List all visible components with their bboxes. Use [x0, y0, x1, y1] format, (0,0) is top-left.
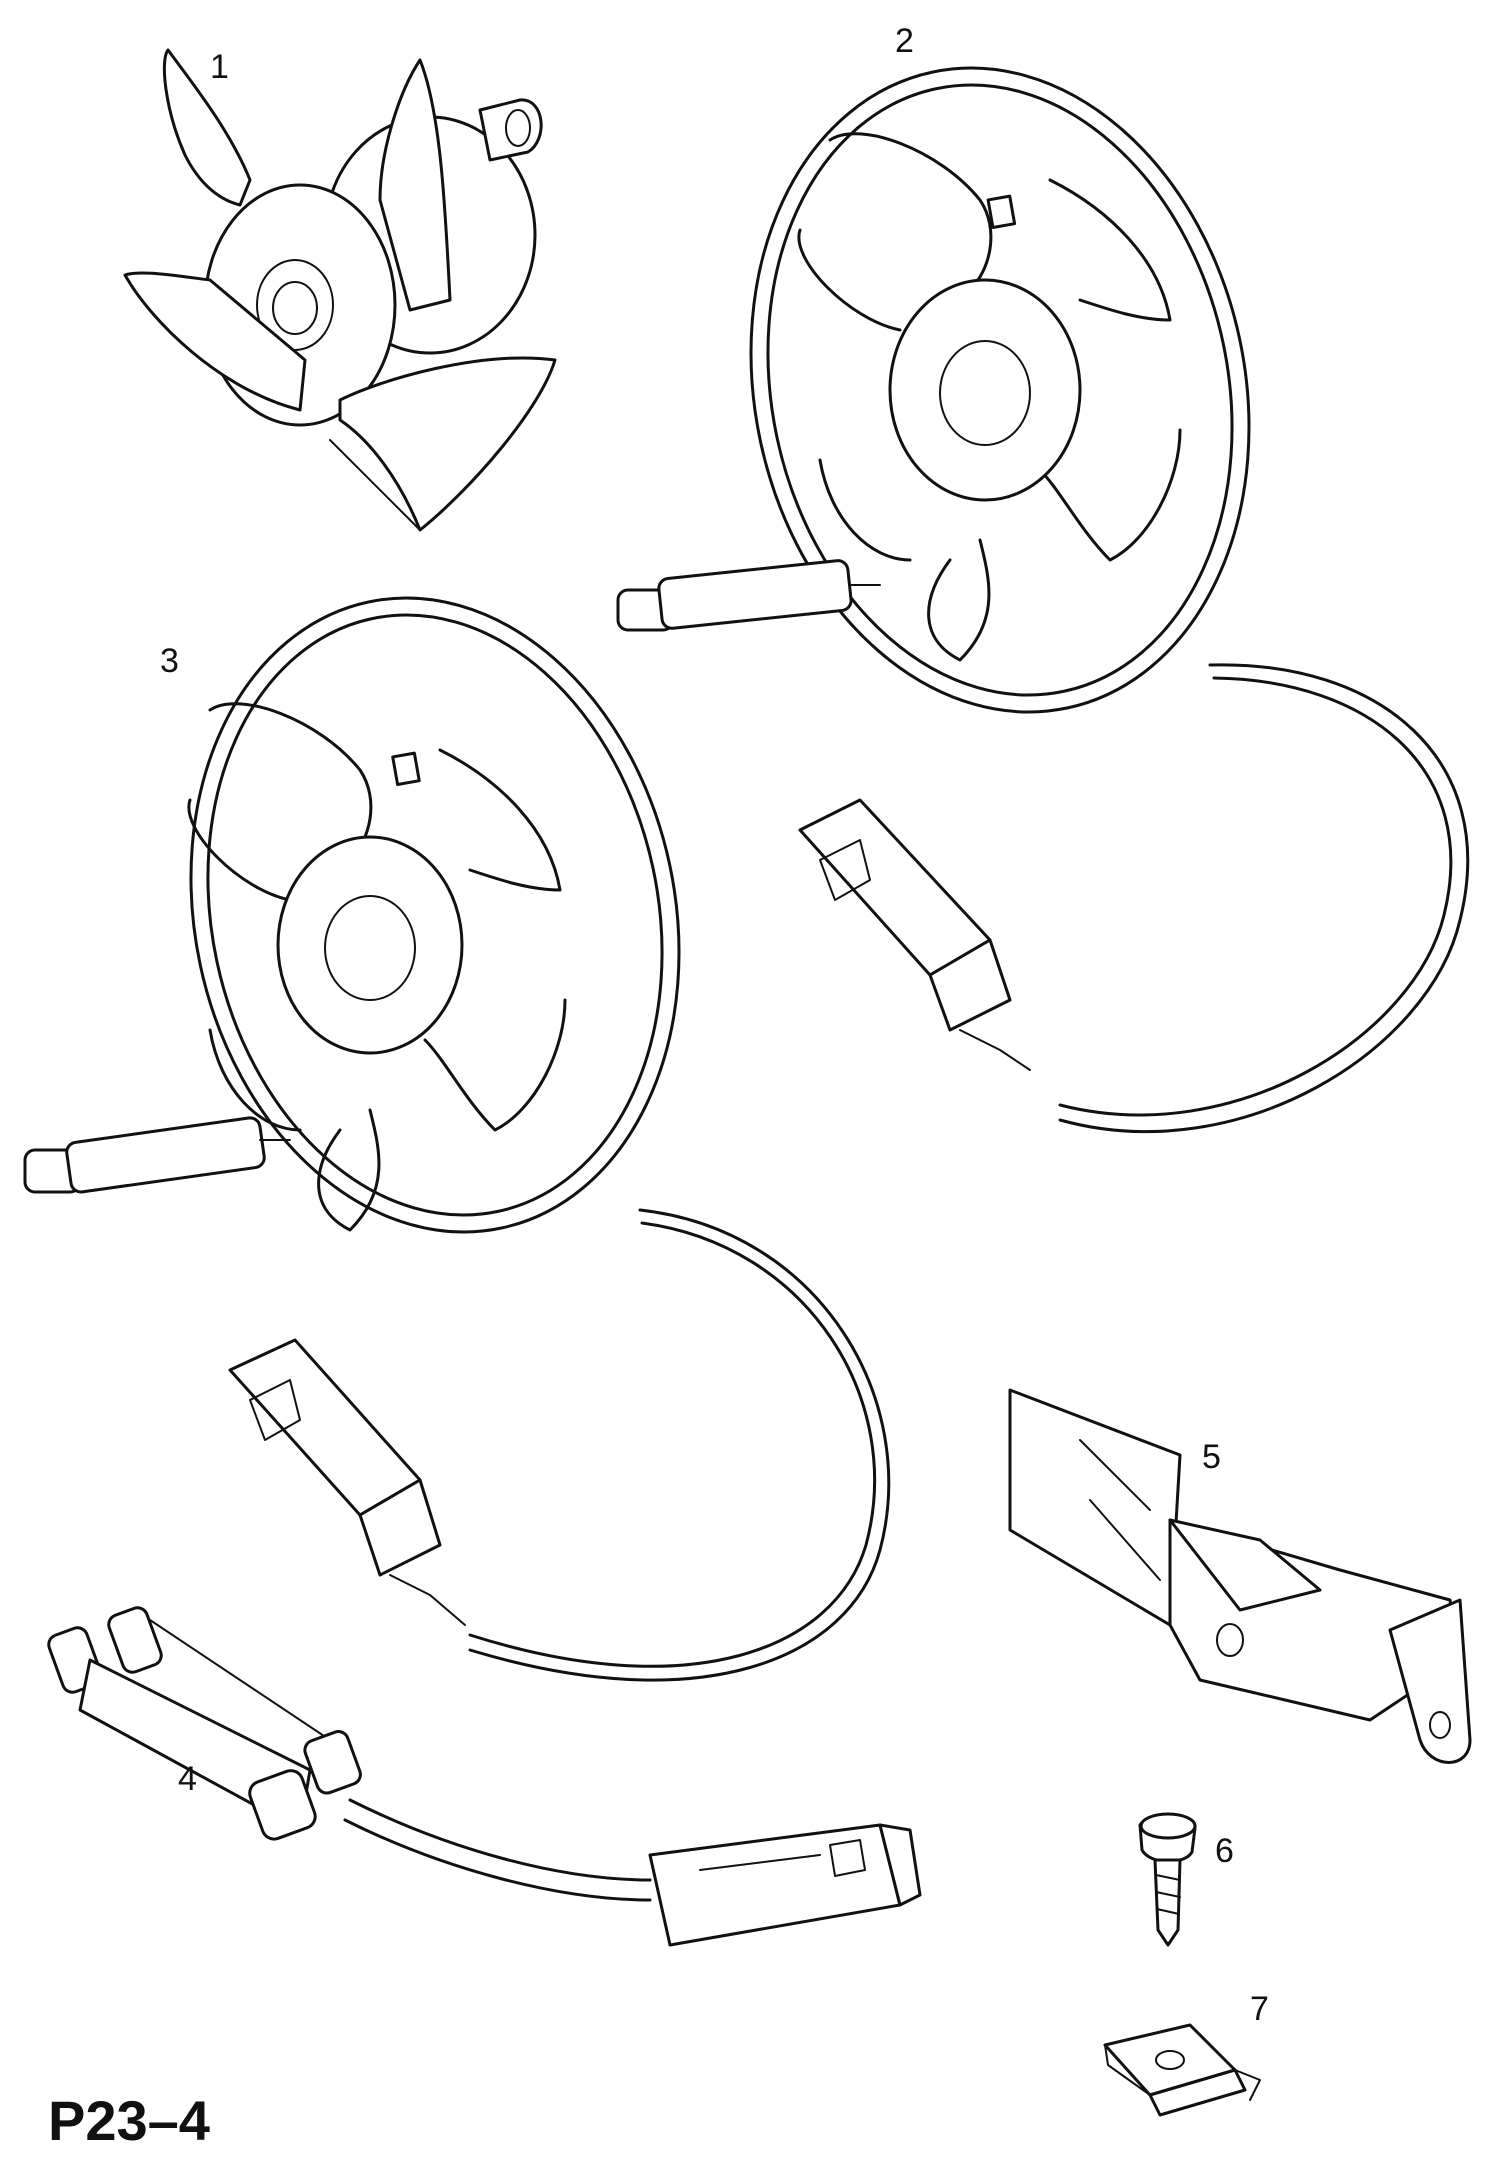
callout-4: 4 — [178, 1760, 197, 1798]
callout-6: 6 — [1215, 1832, 1234, 1870]
fan-assembly-upper-part — [616, 66, 1470, 1134]
callout-1: 1 — [210, 48, 229, 86]
wiring-harness-part — [47, 1606, 922, 1947]
fan-assembly-lower-part — [23, 596, 891, 1682]
callout-7: 7 — [1250, 1990, 1269, 2028]
bracket-part — [1008, 1388, 1472, 1764]
callout-2: 2 — [895, 22, 914, 60]
fan-motor-part — [123, 48, 557, 532]
callout-3: 3 — [160, 642, 179, 680]
callout-5: 5 — [1202, 1438, 1221, 1476]
clip-nut-part — [1103, 2023, 1261, 2117]
page-code: P23–4 — [48, 2089, 210, 2152]
screw-part — [1138, 1812, 1197, 1947]
